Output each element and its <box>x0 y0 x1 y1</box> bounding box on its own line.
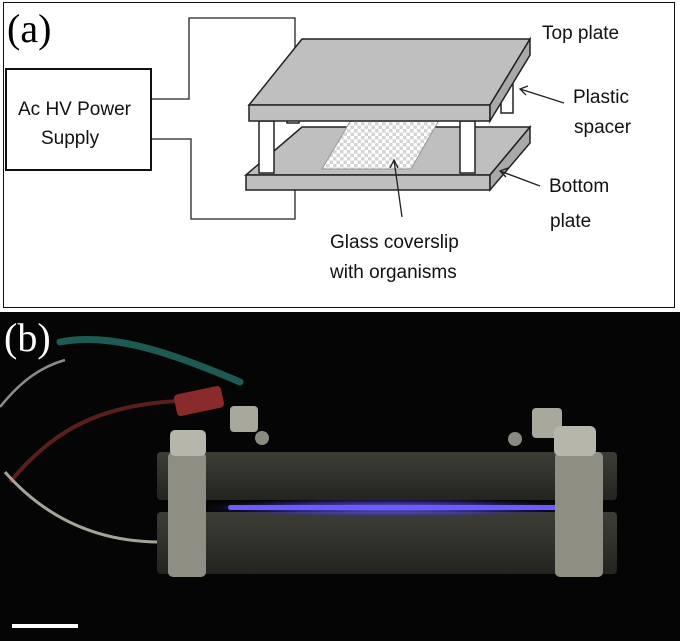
bottom-arrow <box>499 170 541 187</box>
spacer-front-left <box>258 120 275 174</box>
photo-bottom-plate <box>157 512 617 574</box>
panel-b-label: (b) <box>4 315 51 360</box>
wire-top <box>151 17 296 100</box>
panel-a-label: (a) <box>7 6 52 51</box>
plasma-glow <box>228 505 558 510</box>
right-knob <box>554 426 596 456</box>
spacer-label-line2: spacer <box>574 117 632 138</box>
bottom-plate-side <box>489 124 531 193</box>
schematic-panel: (a) Ac HV Power Supply Top plate Plastic… <box>3 2 675 308</box>
coverslip-label-line2: with organisms <box>330 262 457 283</box>
bottom-plate-front <box>245 174 491 191</box>
power-supply-label-line2: Supply <box>41 128 100 149</box>
coverslip-arrow <box>393 159 403 218</box>
right-screw <box>508 432 522 446</box>
top-plate-top <box>247 38 532 106</box>
power-supply-label-line1: Ac HV Power <box>18 99 131 120</box>
wire-teal <box>56 335 244 386</box>
spacer-arrow <box>519 88 565 104</box>
photo-top-plate <box>157 452 617 500</box>
left-knob-inner <box>230 406 258 432</box>
top-plate-label: Top plate <box>542 23 620 44</box>
bottom-arrowhead <box>498 167 509 178</box>
red-clip <box>173 385 225 417</box>
top-plate-side <box>489 36 531 124</box>
wire-white <box>3 471 161 544</box>
bottom-plate-label-line2: plate <box>550 211 592 232</box>
coverslip-label-line1: Glass coverslip <box>330 232 459 253</box>
left-screw <box>255 431 269 445</box>
right-spacer-block <box>555 452 603 577</box>
spacer-label-line1: Plastic <box>573 87 629 108</box>
schematic-drawing <box>5 17 565 220</box>
coverslip-arrowhead <box>389 158 399 169</box>
bottom-plate-label-line1: Bottom <box>549 176 610 197</box>
power-supply-box <box>5 68 152 171</box>
left-spacer-block <box>168 452 206 577</box>
device-photo <box>0 335 617 628</box>
wire-red <box>8 398 201 484</box>
wire-bottom <box>151 138 296 220</box>
spacer-front-right <box>459 120 476 174</box>
top-plate-front <box>248 104 491 122</box>
photo-panel: (b) <box>0 312 680 641</box>
wire-gray <box>0 358 66 408</box>
scale-bar <box>12 624 78 628</box>
left-knob <box>170 430 206 456</box>
spacer-arrowhead <box>518 85 529 96</box>
